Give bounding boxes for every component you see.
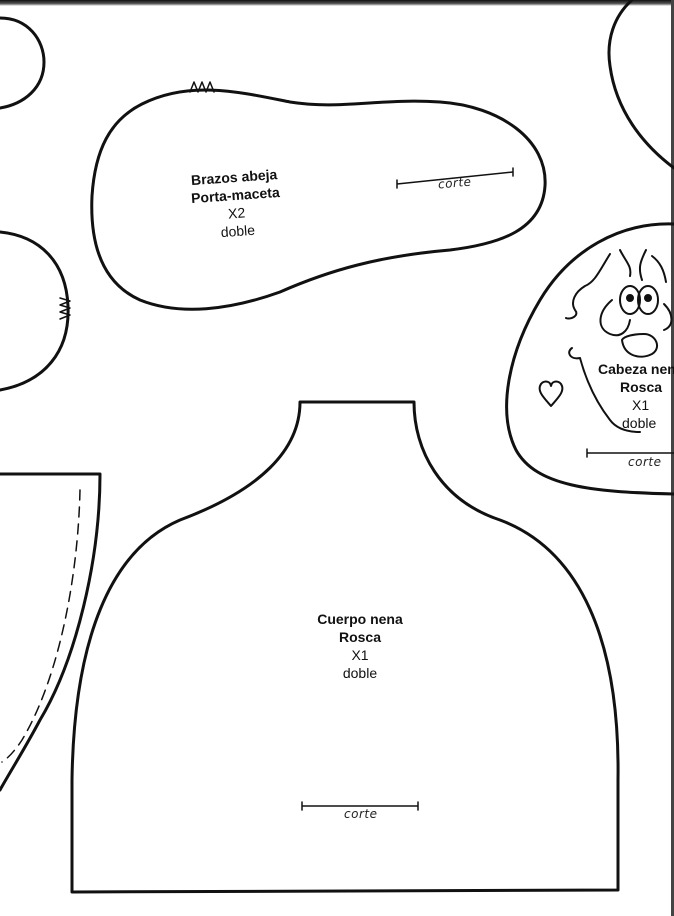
label-brazos: Brazos abeja Porta-maceta X2 doble (174, 164, 299, 244)
partial-piece-left-middle (0, 230, 70, 392)
corte-line-cabeza (586, 448, 674, 458)
corte-line-cuerpo (301, 801, 419, 811)
label-cabeza: Cabeza nena Rosca X1 doble (596, 360, 674, 432)
scan-right-edge (671, 0, 674, 916)
corte-label-cuerpo: corte (344, 807, 378, 821)
cabeza-title-2: Rosca (620, 379, 663, 395)
cabeza-fold: doble (622, 415, 657, 431)
face-drawing (565, 249, 673, 433)
piece-brazos-outline (90, 88, 547, 311)
cuerpo-title-2: Rosca (338, 629, 382, 645)
corte-line-brazos (396, 167, 514, 189)
heart-icon (538, 380, 564, 407)
label-cuerpo: Cuerpo nena Rosca X1 doble (298, 610, 422, 682)
corte-label-cabeza: corte (628, 455, 662, 469)
piece-cuerpo-outline (70, 400, 620, 894)
cuerpo-title-1: Cuerpo nena (317, 611, 403, 627)
partial-piece-top-right (607, 0, 674, 170)
seam-line-dashed (1, 489, 81, 763)
corte-label-brazos: corte (437, 174, 473, 192)
cuerpo-fold: doble (342, 665, 378, 681)
cabeza-qty: X1 (632, 397, 650, 413)
cuerpo-qty: X1 (351, 647, 369, 663)
partial-piece-top-left (0, 16, 46, 110)
zigzag-mark-brazos (189, 81, 215, 93)
zigzag-mark-left (59, 297, 71, 320)
piece-cabeza-outline (505, 222, 674, 496)
partial-piece-left-bottom (0, 472, 102, 792)
cabeza-title-1: Cabeza nena (598, 361, 674, 377)
scan-top-edge (0, 0, 674, 6)
